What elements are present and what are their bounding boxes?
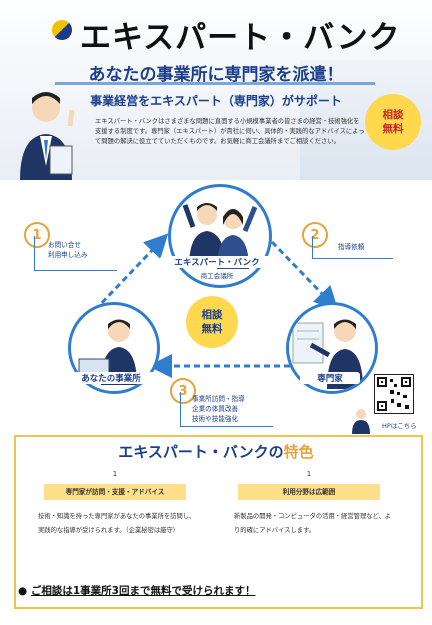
free-consultation-note: ● ご相談は1事業所3回まで無料で受けられます！ bbox=[18, 583, 414, 598]
step-box bbox=[34, 236, 117, 271]
step-1-text: お問い合せ 利用申し込み bbox=[48, 240, 88, 260]
cycle-arrows bbox=[93, 233, 339, 378]
feature-body: 技術・知識を持った専門家があなたの事業所を訪問し、実践的な指導が受けられます。（… bbox=[38, 513, 196, 534]
headline-part: ！ bbox=[326, 65, 344, 85]
step-line: 技術や技能強化 bbox=[192, 415, 239, 423]
businessman-illustration bbox=[20, 92, 75, 180]
subheadline: 事業経営をエキスパート（専門家）がサポート bbox=[90, 94, 342, 108]
step-line: 利用申し込み bbox=[48, 251, 88, 259]
note-text: ご相談は1事業所3回まで無料で受けられます！ bbox=[30, 585, 256, 597]
step-line: 企業の体質改善 bbox=[192, 405, 239, 413]
headline-part: あなたの bbox=[88, 65, 157, 85]
badge-line: 相談 bbox=[382, 109, 404, 121]
hp-link-caption[interactable]: HPはこちら bbox=[382, 422, 417, 430]
step-line: 指導依頼 bbox=[338, 243, 365, 251]
feature-heading: 利用分野は広範囲 bbox=[238, 484, 380, 500]
bullet-icon: ● bbox=[18, 585, 28, 597]
chamber-of-commerce-caption: 商工会議所 bbox=[200, 272, 234, 280]
headline-part: に bbox=[207, 65, 225, 85]
badge-line: 相談 bbox=[201, 309, 223, 321]
badge-line: 無料 bbox=[201, 323, 223, 335]
features-title-main: エキスパート・バンクの bbox=[118, 443, 284, 461]
features-title-bg bbox=[118, 443, 314, 461]
step-2-text: 指導依頼 bbox=[338, 242, 364, 252]
pointing-person-icon bbox=[352, 409, 370, 434]
feature-number: 1 bbox=[112, 470, 118, 478]
intro-description: エキスパート・バンクはさまざまな問題に直面する小規模事業者の皆さまの経営・技術強… bbox=[95, 118, 365, 145]
brand-logo-icon bbox=[52, 20, 72, 40]
step-number: 1 bbox=[24, 222, 50, 248]
headline-underline bbox=[55, 82, 375, 85]
step-number: 3 bbox=[170, 378, 196, 404]
features-title: エキスパート・バンクの特色 bbox=[0, 441, 432, 462]
features-title-accent: 特色 bbox=[283, 443, 314, 461]
feature-heading: 専門家が訪問・支援・アドバイス bbox=[44, 484, 186, 500]
feature-body: 新製品の開発・コンピュータの活用・経営管理など、より的確にアドバイスします。 bbox=[234, 513, 392, 534]
step-line: お問い合せ bbox=[48, 241, 81, 249]
qr-code-icon[interactable] bbox=[374, 374, 414, 414]
headline-part: 派遣 bbox=[292, 65, 327, 85]
step-3-text: 事業所訪問・指導 企業の体質改善 技術や技能強化 bbox=[192, 394, 245, 424]
your-business-caption: あなたの事業所 bbox=[64, 372, 158, 384]
headline-part: を bbox=[275, 65, 293, 85]
expert-bank-circle bbox=[168, 184, 272, 288]
step-line: 事業所訪問・指導 bbox=[192, 395, 245, 403]
headline-part: 事業所 bbox=[156, 65, 208, 85]
main-headline: あなたの事業所に専門家を派遣！ bbox=[0, 60, 432, 85]
step-box bbox=[312, 236, 393, 259]
expert-bank-caption: エキスパート・バンク bbox=[160, 256, 274, 268]
free-consultation-badge-center: 相談無料 bbox=[186, 296, 238, 348]
header bbox=[0, 0, 432, 70]
step-number: 2 bbox=[302, 222, 328, 248]
headline-part: 専門家 bbox=[224, 65, 276, 85]
badge-line: 無料 bbox=[382, 123, 404, 135]
features-section bbox=[14, 435, 423, 609]
free-consultation-badge: 相談無料 bbox=[365, 94, 421, 150]
expert-caption: 専門家 bbox=[300, 372, 360, 384]
brand-title: エキスパート・バンク bbox=[80, 20, 401, 56]
step-box bbox=[180, 392, 273, 427]
feature-number: 1 bbox=[306, 470, 312, 478]
